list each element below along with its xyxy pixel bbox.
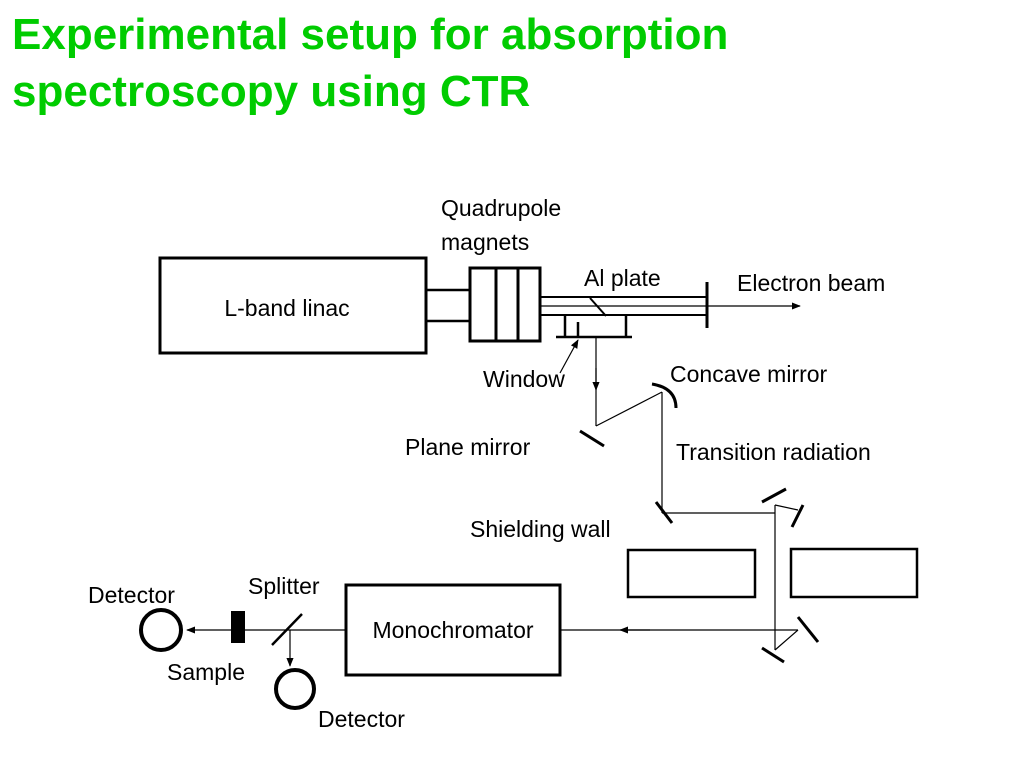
slide-title: Experimental setup for absorption spectr… <box>12 6 1012 120</box>
detector-bottom-label: Detector <box>318 706 405 732</box>
electron-beam-label: Electron beam <box>737 270 885 296</box>
concave-mirror-label: Concave mirror <box>670 361 828 387</box>
window-pointer <box>559 339 579 374</box>
plane-mirror-label: Plane mirror <box>405 434 531 460</box>
quadrupole-label-2: magnets <box>441 229 529 255</box>
turning-mirror-4 <box>796 616 820 643</box>
monochromator-label: Monochromator <box>372 617 533 643</box>
beam-pipe <box>540 296 707 316</box>
title-line-1: Experimental setup for absorption <box>12 10 729 59</box>
detector-left-label: Detector <box>88 582 175 608</box>
title-line-2: spectroscopy using CTR <box>12 67 531 116</box>
linac-label: L-band linac <box>224 295 349 321</box>
shielding-wall-label: Shielding wall <box>470 516 611 542</box>
sample <box>231 611 245 643</box>
al-plate-label: Al plate <box>584 265 661 291</box>
sample-label: Sample <box>167 659 245 685</box>
splitter-label: Splitter <box>248 573 320 599</box>
turning-mirror-3 <box>790 504 805 528</box>
detector-left <box>139 608 183 652</box>
detector-bottom <box>274 668 316 710</box>
concave-mirror <box>651 382 678 409</box>
turning-mirror-5 <box>761 646 785 664</box>
radiation-path <box>560 337 799 651</box>
al-plate <box>589 297 607 317</box>
quadrupole-label-1: Quadrupole <box>441 195 561 221</box>
quadrupole-magnets <box>468 266 542 343</box>
turning-mirror-1 <box>654 501 674 524</box>
window-label: Window <box>483 366 565 392</box>
turning-mirror-2 <box>761 487 787 504</box>
transition-radiation-label: Transition radiation <box>676 439 871 465</box>
shielding-wall-left <box>626 548 757 599</box>
window-port <box>556 315 632 339</box>
plane-mirror <box>579 429 605 448</box>
linac-pipe <box>424 288 472 323</box>
shielding-wall-right <box>789 547 919 599</box>
